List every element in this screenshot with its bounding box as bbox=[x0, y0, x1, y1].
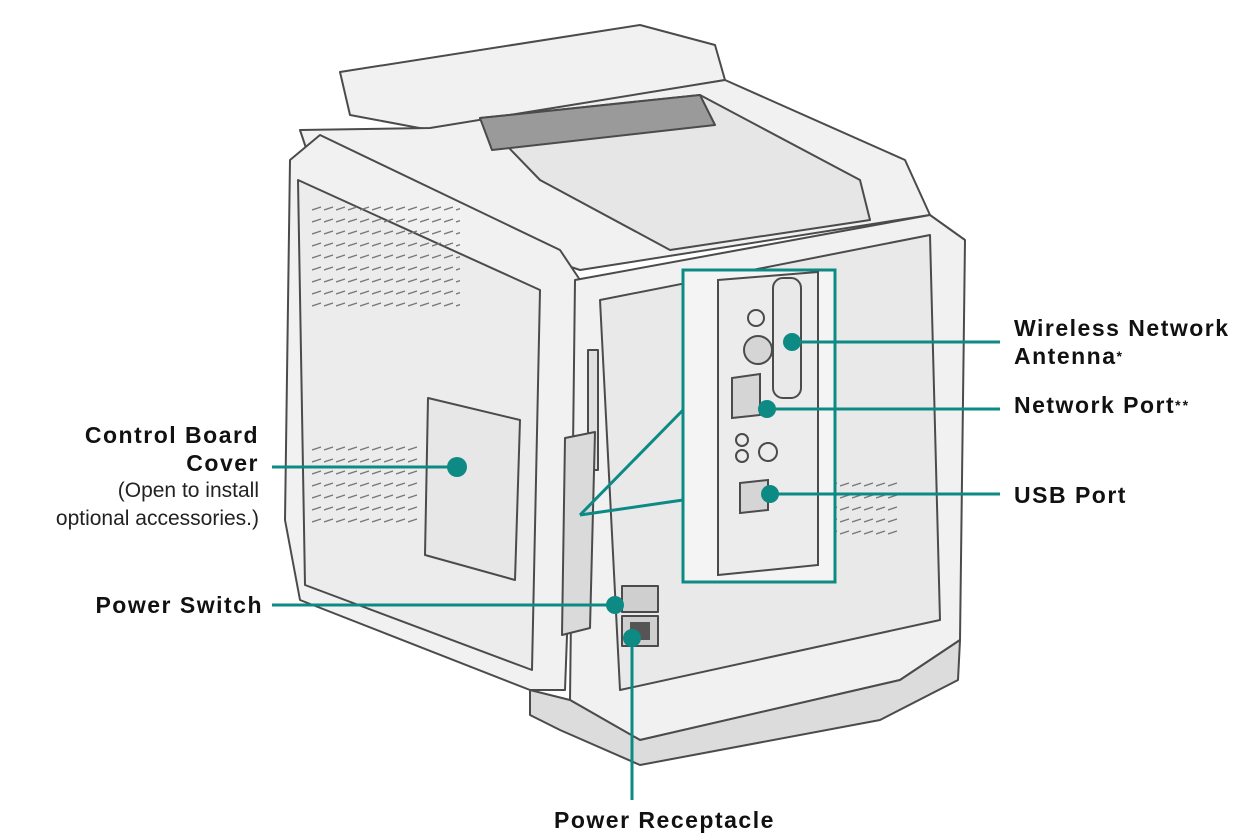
label-control-board-cover: Control Board Cover (Open to install opt… bbox=[56, 421, 259, 533]
callout-control-board bbox=[272, 457, 467, 477]
front-vents bbox=[830, 480, 900, 540]
label-wireless-antenna-line2: Antenna bbox=[1014, 343, 1117, 369]
label-control-board-line2: Cover bbox=[186, 450, 259, 476]
label-control-board-note1: (Open to install bbox=[117, 479, 259, 502]
printer-illustration bbox=[284, 24, 966, 766]
callout-power-switch bbox=[272, 596, 624, 614]
label-usb-port: USB Port bbox=[1014, 482, 1127, 508]
label-wireless-antenna-line1: Wireless Network bbox=[1014, 315, 1230, 341]
label-network-port: Network Port** bbox=[1014, 391, 1190, 419]
side-vents-bottom bbox=[310, 440, 420, 530]
label-power-receptacle: Power Receptacle bbox=[554, 807, 775, 833]
side-connector-panel bbox=[561, 431, 596, 636]
port-panel bbox=[717, 270, 819, 577]
label-wireless-antenna: Wireless Network Antenna* bbox=[1014, 314, 1230, 370]
port-zoom-callout bbox=[681, 268, 837, 584]
callout-network-port bbox=[758, 400, 1000, 418]
side-vents-top bbox=[310, 200, 460, 310]
label-network-port-mark: ** bbox=[1175, 397, 1191, 413]
usb-port bbox=[739, 478, 769, 515]
callout-power-receptacle bbox=[623, 629, 641, 800]
output-tray-opening bbox=[479, 94, 716, 151]
label-control-board-note2: optional accessories.) bbox=[55, 507, 259, 530]
label-network-port-text: Network Port bbox=[1014, 392, 1176, 418]
label-wireless-antenna-mark: * bbox=[1116, 348, 1124, 364]
callout-usb-port bbox=[761, 485, 1000, 503]
callouts bbox=[272, 333, 1000, 800]
label-power-switch: Power Switch bbox=[95, 592, 263, 618]
network-port bbox=[731, 372, 761, 420]
power-switch-body bbox=[621, 585, 659, 613]
antenna-connector bbox=[743, 335, 773, 365]
zoom-pointer-lines bbox=[578, 408, 685, 517]
control-board-cover bbox=[424, 397, 521, 581]
label-control-board-line1: Control Board bbox=[84, 422, 259, 448]
bottom-base bbox=[529, 639, 961, 766]
callout-antenna bbox=[783, 333, 1000, 351]
